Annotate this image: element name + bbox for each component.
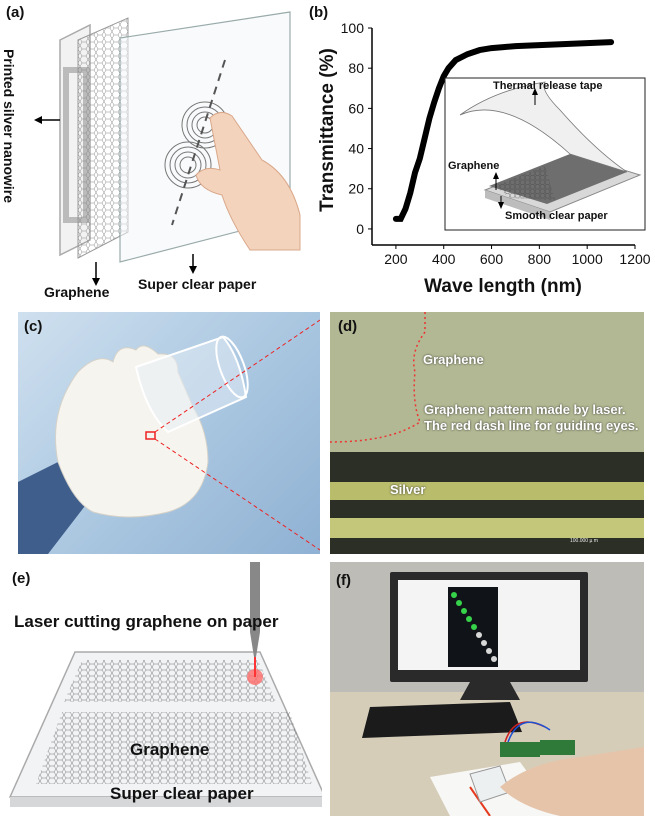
graphene-label-a: Graphene — [44, 284, 110, 300]
y-tick-label: 80 — [348, 60, 364, 76]
laser-cutting-illustration — [8, 562, 322, 807]
graphene-label-b: Graphene — [448, 160, 500, 172]
paper-label-e: Super clear paper — [110, 784, 254, 803]
panel-b-label: (b) — [309, 4, 329, 21]
chart-axes — [371, 28, 635, 246]
x-tick-label: 400 — [432, 251, 456, 267]
panel-c: (c) — [18, 312, 320, 554]
pattern-line-2: The red dash line for guiding eyes. — [424, 418, 639, 433]
touch-panel-illustration — [34, 11, 301, 286]
tape-label: Thermal release tape — [493, 80, 603, 92]
transmittance-series-line — [392, 39, 615, 222]
graphene-label-e: Graphene — [130, 740, 210, 759]
chart-ticks: 200 400 600 800 1000 1200 0 20 40 60 80 100 — [341, 20, 651, 267]
y-tick-label: 60 — [348, 100, 364, 116]
x-tick-label: 1200 — [619, 251, 650, 267]
panel-c-label: (c) — [24, 318, 43, 335]
paper-label-a: Super clear paper — [138, 276, 257, 292]
panel-e: (e) Laser cutting graphene on paper Grap… — [0, 562, 322, 816]
panel-d: 100.000 µ m (d) Graphene Graphene patter… — [330, 312, 644, 554]
panel-f-label: (f) — [336, 572, 351, 589]
y-tick-label: 100 — [341, 20, 365, 36]
panel-d-label: (d) — [338, 318, 358, 335]
x-axis-title: Wave length (nm) — [424, 276, 582, 297]
laser-title: Laser cutting graphene on paper — [14, 612, 279, 631]
y-axis-title: Transmittance (%) — [317, 48, 338, 212]
panel-f: (f) — [330, 562, 644, 816]
panel-e-label: (e) — [12, 570, 31, 587]
y-tick-label: 40 — [348, 141, 364, 157]
panel-b: 200 400 600 800 1000 1200 0 20 40 60 80 100 Transmi… — [305, 0, 655, 300]
hand-holding-cup-photo — [18, 319, 320, 554]
demo-setup-photo — [330, 562, 644, 816]
pattern-line-1: Graphene pattern made by laser. — [424, 402, 626, 417]
led-dots — [451, 592, 497, 662]
panel-a: (a) Printed silver nanowire Graphene Sup… — [0, 0, 305, 300]
micrograph: 100.000 µ m — [330, 312, 644, 554]
graphene-label-d: Graphene — [423, 352, 484, 367]
smooth-paper-label: Smooth clear paper — [505, 210, 608, 222]
silver-nanowire-label: Printed silver nanowire — [1, 48, 18, 204]
lamination-inset — [444, 77, 646, 231]
x-tick-label: 200 — [384, 251, 408, 267]
x-tick-label: 800 — [528, 251, 552, 267]
scale-text: 100.000 µ m — [570, 538, 598, 544]
y-tick-label: 0 — [356, 221, 364, 237]
silver-label-d: Silver — [390, 482, 426, 497]
x-tick-label: 600 — [480, 251, 504, 267]
transmittance-chart: 200 400 600 800 1000 1200 0 20 40 60 80 100 Transmi… — [317, 20, 651, 297]
y-tick-label: 20 — [348, 181, 364, 197]
panel-a-label: (a) — [6, 4, 25, 21]
x-tick-label: 1000 — [572, 251, 603, 267]
